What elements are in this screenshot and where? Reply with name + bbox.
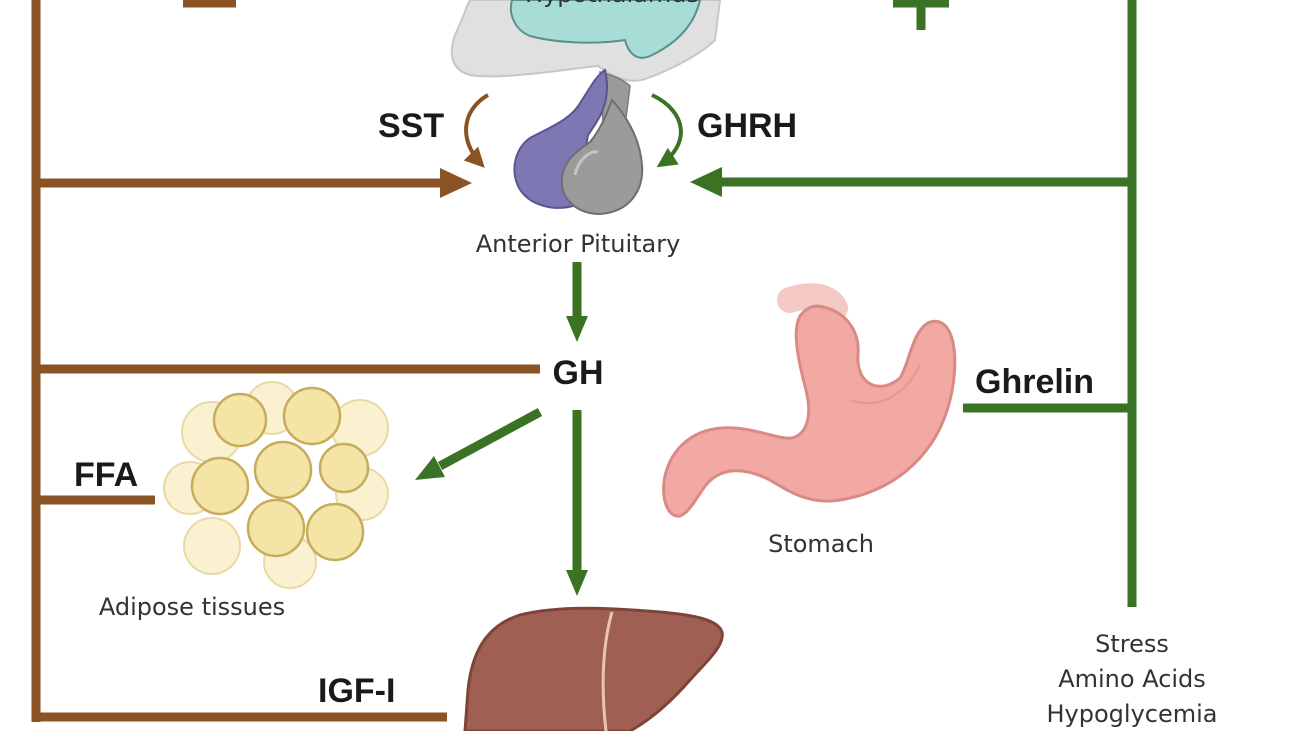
gh-label: GH [553, 354, 604, 392]
igf-label: IGF-I [318, 672, 395, 710]
anterior-pituitary-label: Anterior Pituitary [476, 230, 681, 258]
stomach-label: Stomach [768, 530, 874, 558]
brown-arrowhead-pituitary [440, 168, 472, 198]
green-arrowhead-gh [566, 316, 588, 342]
ghrh-label: GHRH [697, 107, 797, 145]
stimulatory-lines [415, 0, 1137, 607]
stomach-icon [662, 283, 957, 518]
inhibitory-feedback-lines [31, 0, 540, 722]
adipose-label: Adipose tissues [99, 593, 285, 621]
amino-acids-label: Amino Acids [1058, 665, 1206, 693]
hypoglycemia-label: Hypoglycemia [1047, 700, 1218, 728]
ffa-label: FFA [74, 456, 138, 494]
ghrh-curved-arrow [651, 93, 683, 168]
pituitary-icon [513, 68, 644, 216]
sst-curved-arrow [463, 93, 490, 168]
stress-label: Stress [1095, 630, 1169, 658]
ghrelin-label: Ghrelin [975, 363, 1094, 401]
green-arrow-gh-to-adipose [437, 408, 543, 470]
liver-icon [463, 606, 724, 731]
green-arrowhead-liver [566, 570, 588, 596]
green-arrowhead-pituitary [690, 167, 722, 197]
sst-label: SST [378, 107, 444, 145]
hypothalamus-icon: Hypothalamus [450, 0, 722, 82]
green-arrowhead-adipose [415, 456, 445, 480]
hypothalamus-label: Hypothalamus [525, 0, 699, 8]
adipose-cells-icon [163, 381, 389, 589]
